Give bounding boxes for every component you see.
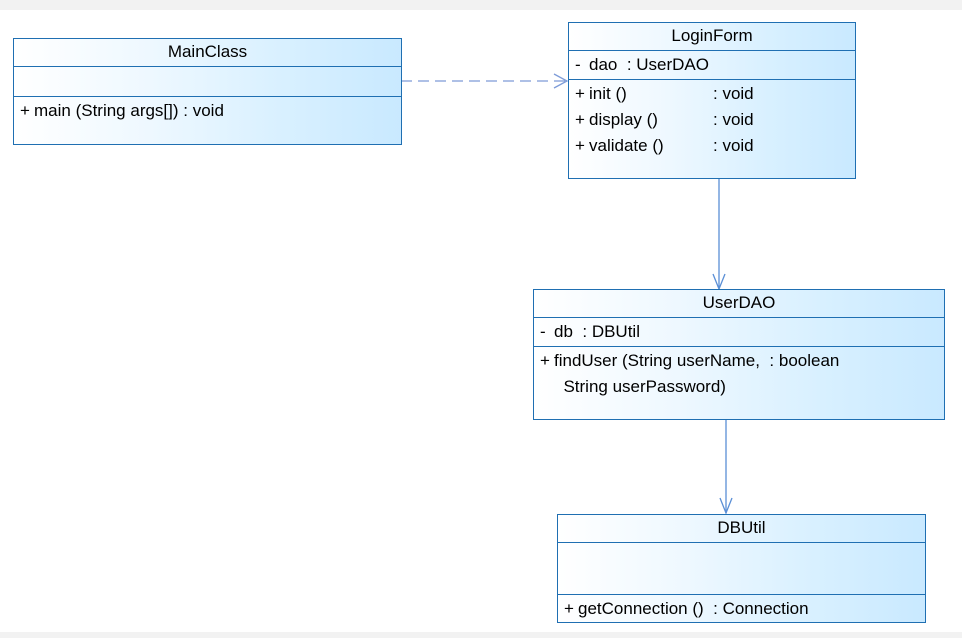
- operation-name: validate (): [589, 136, 664, 155]
- visibility-marker: +: [564, 599, 574, 618]
- operation-type: : boolean: [759, 351, 840, 370]
- attributes-section: - db : DBUtil: [534, 318, 944, 347]
- operation-type: : void: [178, 101, 224, 120]
- operation-name: init (): [589, 84, 627, 103]
- visibility-marker: -: [540, 322, 546, 341]
- class-name: UserDAO: [534, 290, 944, 318]
- association-arrowhead-dbutil: [719, 497, 733, 515]
- attributes-section: [558, 543, 925, 595]
- operation-name: display (): [589, 110, 658, 129]
- operations-section: + findUser (String userName, : boolean S…: [534, 347, 944, 401]
- attribute-name: db: [554, 322, 573, 341]
- operation-type: : void: [713, 84, 754, 103]
- operation-name: main (String args[]): [34, 101, 179, 120]
- visibility-marker: [540, 374, 554, 400]
- operations-section: + init () : void + display () : void + v…: [569, 80, 855, 160]
- operation-row: + getConnection () : Connection: [564, 596, 919, 622]
- operation-row-continued: String userPassword): [540, 374, 938, 400]
- operation-type: : Connection: [703, 599, 809, 618]
- operation-name: getConnection (): [578, 599, 704, 618]
- class-loginform[interactable]: LoginForm - dao : UserDAO + init () : vo…: [568, 22, 856, 179]
- class-name: MainClass: [14, 39, 401, 67]
- class-name: LoginForm: [569, 23, 855, 51]
- dependency-arrowhead: [553, 73, 569, 89]
- operations-section: + main (String args[]) : void: [14, 97, 401, 125]
- visibility-marker: +: [20, 101, 30, 120]
- class-name: DBUtil: [558, 515, 925, 543]
- class-userdao[interactable]: UserDAO - db : DBUtil + findUser (String…: [533, 289, 945, 420]
- top-border-strip: [0, 0, 962, 10]
- attribute-name: dao: [589, 55, 618, 74]
- operation-row: + validate () : void: [575, 133, 849, 159]
- attributes-section: [14, 67, 401, 97]
- attributes-section: - dao : UserDAO: [569, 51, 855, 80]
- visibility-marker: -: [575, 55, 581, 74]
- attribute-row: - dao : UserDAO: [575, 52, 849, 78]
- operations-section: + getConnection () : Connection: [558, 595, 925, 623]
- operation-name: String userPassword): [554, 377, 726, 396]
- operation-row: + display () : void: [575, 107, 849, 133]
- operation-row: + init () : void: [575, 81, 849, 107]
- operation-row: + findUser (String userName, : boolean: [540, 348, 938, 374]
- visibility-marker: +: [575, 136, 585, 155]
- class-mainclass[interactable]: MainClass + main (String args[]) : void: [13, 38, 402, 145]
- visibility-marker: +: [575, 84, 585, 103]
- visibility-marker: +: [540, 351, 550, 370]
- class-dbutil[interactable]: DBUtil + getConnection () : Connection: [557, 514, 926, 623]
- bottom-border-strip: [0, 632, 962, 638]
- operation-type: : void: [713, 136, 754, 155]
- operation-name: findUser (String userName,: [554, 351, 760, 370]
- operation-row: + main (String args[]) : void: [20, 98, 395, 124]
- attribute-type: : UserDAO: [617, 55, 709, 74]
- visibility-marker: +: [575, 110, 585, 129]
- attribute-type: : DBUtil: [572, 322, 640, 341]
- attribute-row: - db : DBUtil: [540, 319, 938, 345]
- operation-type: : void: [713, 110, 754, 129]
